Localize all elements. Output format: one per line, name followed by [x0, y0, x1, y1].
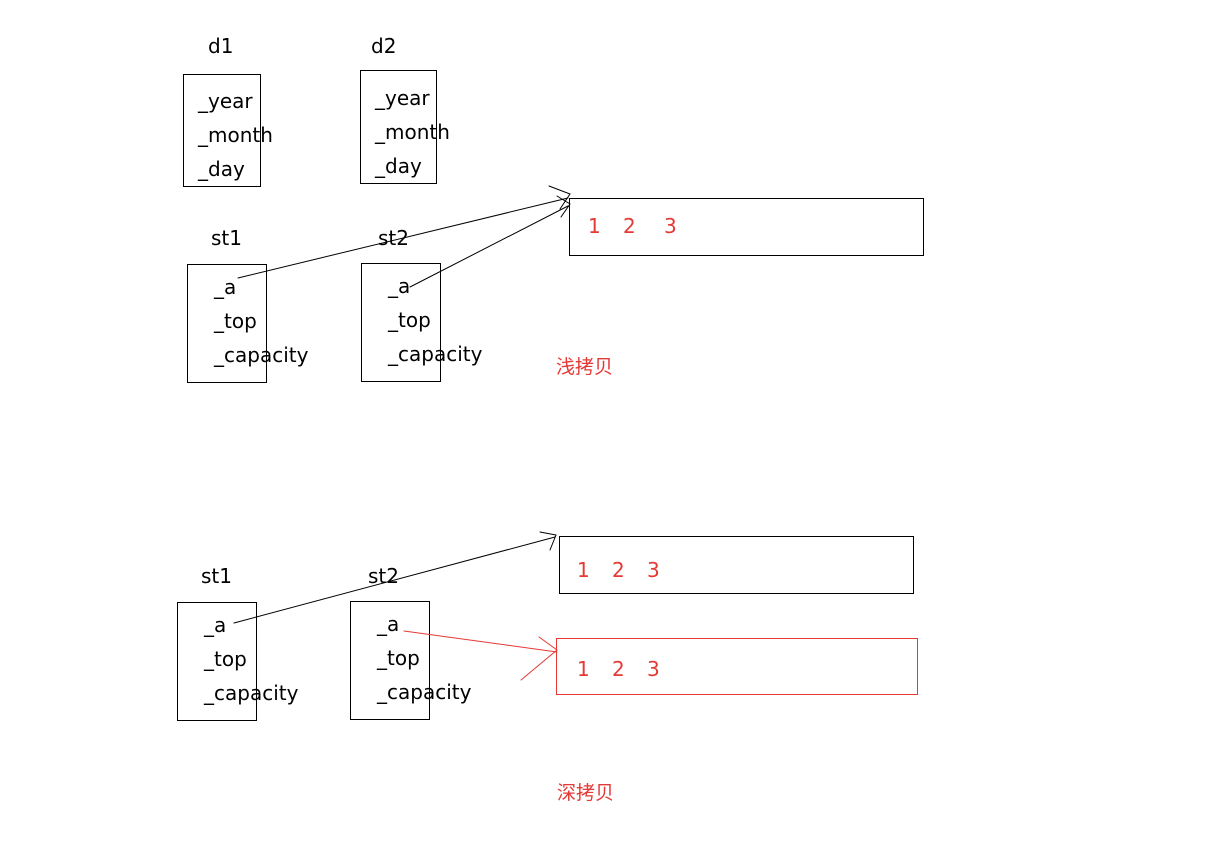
deep-st2-field-capacity: _capacity — [377, 680, 472, 704]
deep-array-original: 1 2 3 — [559, 536, 914, 594]
shallow-st1-field-capacity: _capacity — [214, 343, 309, 367]
shallow-st2-field-a: _a — [388, 274, 411, 298]
shallow-shared-array: 1 2 3 — [569, 198, 924, 256]
d2-field-month: _month — [375, 120, 450, 144]
shallow-array-value-2: 2 — [623, 214, 636, 238]
d1-field-month: _month — [198, 123, 273, 147]
d1-box: _year _month _day — [183, 74, 273, 187]
shallow-array-value-3: 3 — [664, 214, 677, 238]
deep-st2-field-a: _a — [377, 612, 400, 636]
deep-st1-field-capacity: _capacity — [204, 681, 299, 705]
deep-st1-arrowhead-icon — [539, 531, 557, 551]
deep-st2-field-top: _top — [377, 646, 420, 670]
deep-array2-value-3: 3 — [647, 657, 660, 681]
shallow-st2-field-top: _top — [388, 308, 431, 332]
deep-st1-field-a: _a — [204, 613, 227, 637]
shallow-st2-label: st2 — [378, 226, 409, 250]
d2-field-year: _year — [375, 86, 430, 110]
d2-box: _year _month _day — [360, 70, 450, 184]
deep-st2-box: _a _top _capacity — [350, 601, 471, 720]
d1-field-day: _day — [198, 157, 245, 181]
shallow-st2-box: _a _top _capacity — [361, 263, 482, 382]
deep-array1-value-3: 3 — [647, 558, 660, 582]
deep-array2-value-2: 2 — [612, 657, 625, 681]
deep-array-copy: 1 2 3 — [556, 638, 918, 695]
deep-copy-caption: 深拷贝 — [557, 782, 615, 804]
shallow-st2-field-capacity: _capacity — [388, 342, 483, 366]
deep-st1-box: _a _top _capacity — [177, 602, 298, 721]
deep-st2-arrowhead-icon — [520, 636, 558, 681]
shallow-st1-field-top: _top — [214, 309, 257, 333]
shallow-st1-arrowhead-icon — [548, 185, 571, 210]
deep-array1-value-1: 1 — [577, 558, 590, 582]
d2-label: d2 — [371, 34, 397, 58]
deep-st2-label: st2 — [368, 564, 399, 588]
shallow-st1-field-a: _a — [214, 275, 237, 299]
shallow-array-value-1: 1 — [588, 214, 601, 238]
deep-array2-value-1: 1 — [577, 657, 590, 681]
shallow-st1-box: _a _top _capacity — [187, 264, 308, 383]
deep-array1-value-2: 2 — [612, 558, 625, 582]
d1-field-year: _year — [198, 89, 253, 113]
d2-field-day: _day — [375, 154, 422, 178]
shallow-st1-label: st1 — [211, 226, 242, 250]
deep-st1-label: st1 — [201, 564, 232, 588]
d1-label: d1 — [208, 34, 234, 58]
shallow-copy-caption: 浅拷贝 — [556, 356, 614, 378]
deep-st1-field-top: _top — [204, 647, 247, 671]
